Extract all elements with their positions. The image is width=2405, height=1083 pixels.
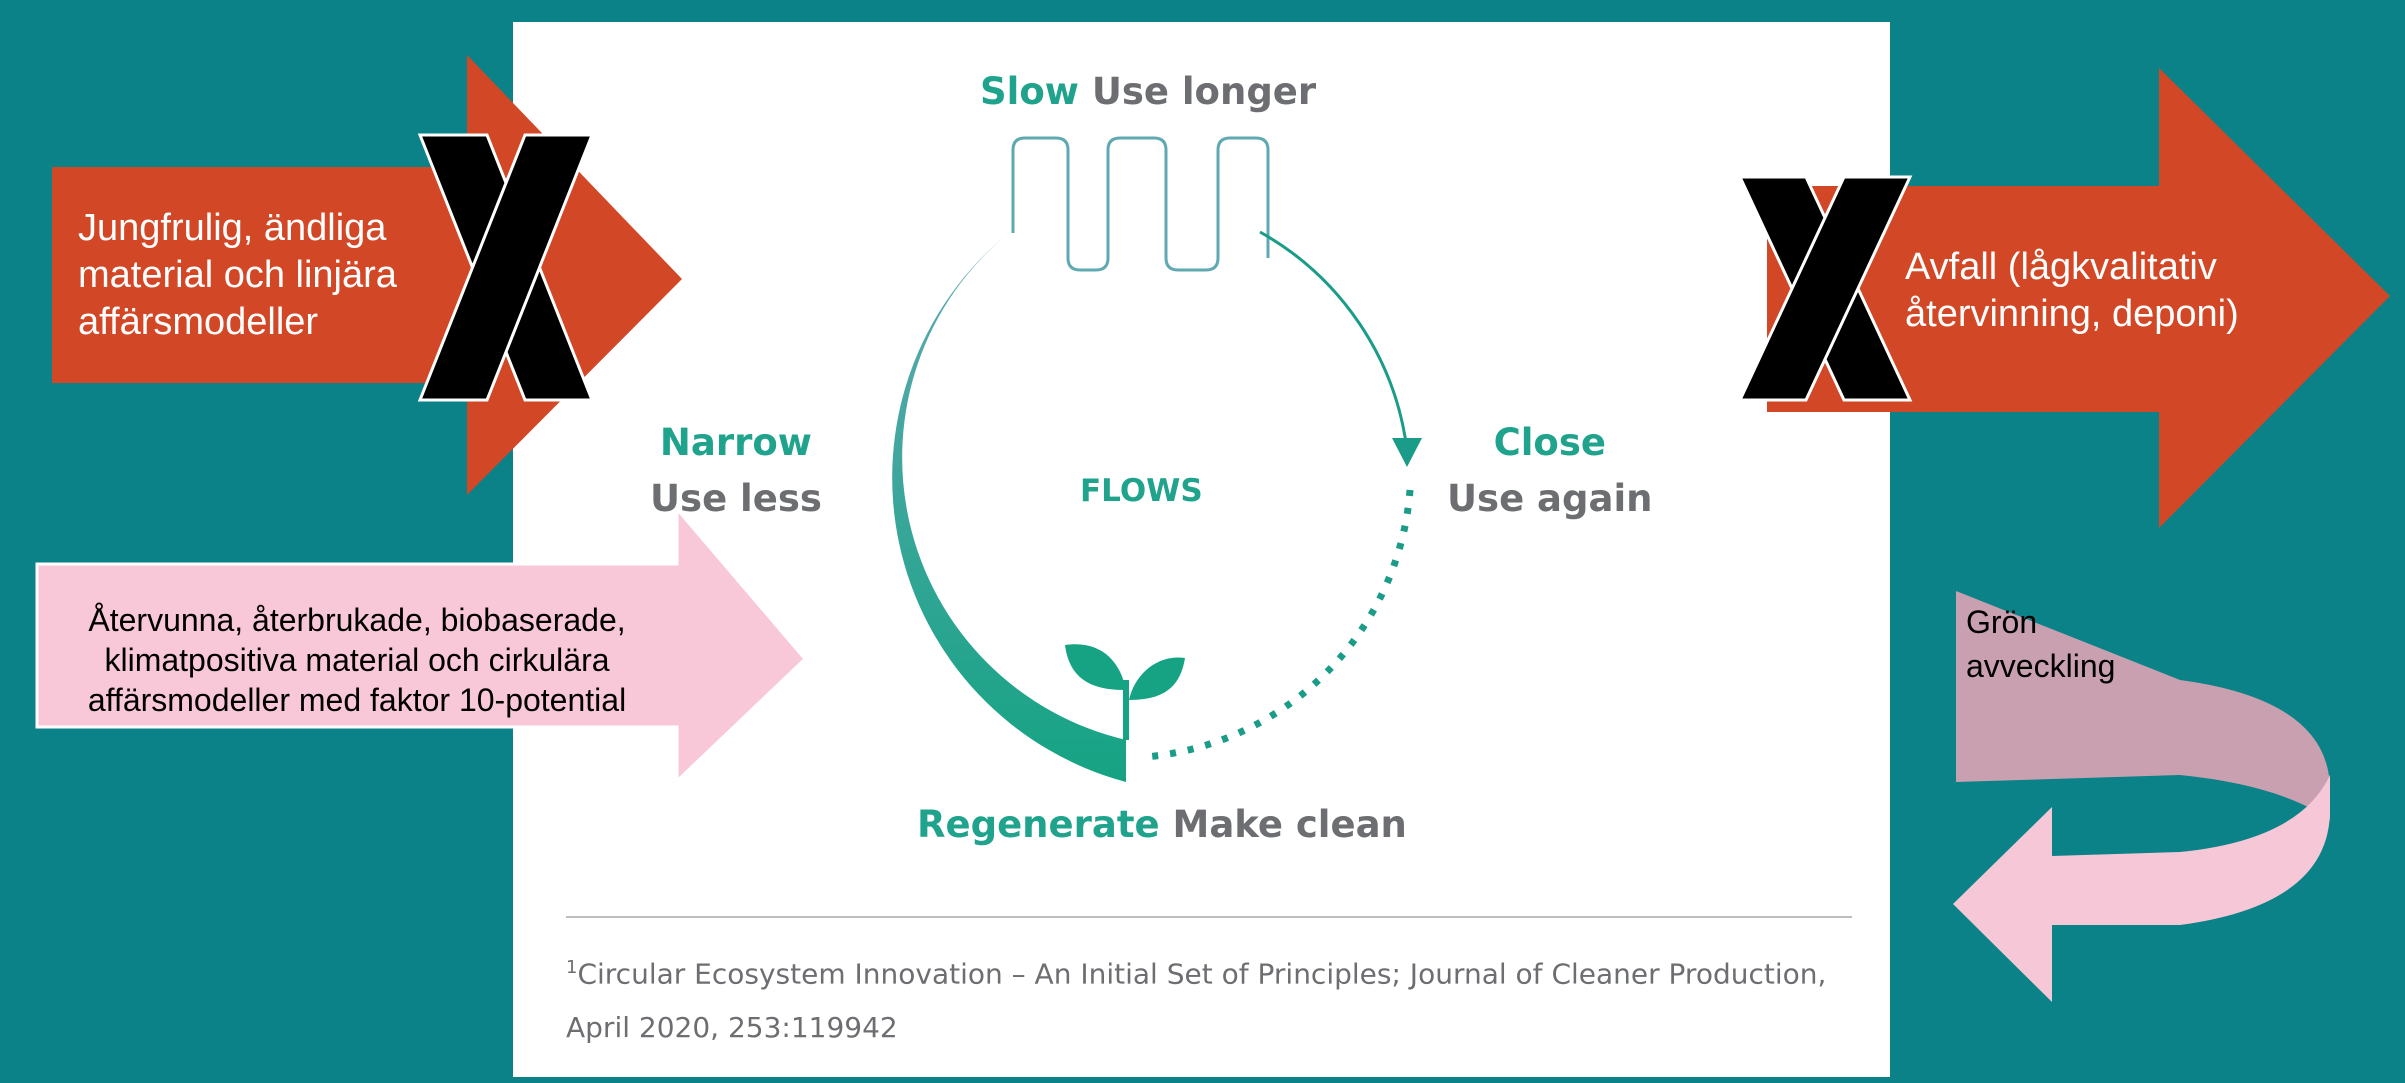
- crossed-output-line: Avfall (lågkvalitativ: [1905, 246, 2217, 288]
- citation-text-1: Circular Ecosystem Innovation – An Initi…: [577, 957, 1827, 991]
- phase-out-text: Grön avveckling: [1966, 600, 2115, 688]
- regenerate-label: Regenerate Make clean: [917, 803, 1407, 846]
- citation: 1Circular Ecosystem Innovation – An Init…: [566, 941, 1826, 1055]
- crossed-output-text: Avfall (lågkvalitativ återvinning, depon…: [1905, 244, 2239, 338]
- citation-line-1: 1Circular Ecosystem Innovation – An Init…: [566, 941, 1826, 1001]
- slow-label-title: Slow: [980, 70, 1079, 113]
- narrow-flow-arc: [892, 232, 1126, 782]
- slow-loop: [1011, 136, 1270, 272]
- crossed-input-text: Jungfrulig, ändliga material och linjära…: [78, 205, 397, 346]
- close-arrow-head: [1392, 438, 1422, 467]
- citation-line-2: April 2020, 253:119942: [566, 1011, 898, 1045]
- narrow-label-sub: Use less: [650, 477, 822, 520]
- close-flow-arc: [1259, 230, 1409, 451]
- new-input-line: klimatpositiva material och cirkulära: [104, 642, 610, 678]
- close-label-sub: Use again: [1447, 477, 1653, 520]
- regenerate-label-title: Regenerate: [917, 803, 1160, 846]
- slow-label: Slow Use longer: [980, 70, 1316, 113]
- seedling-icon: [1065, 644, 1185, 740]
- slow-label-sub: Use longer: [1091, 70, 1317, 113]
- new-input-text: Återvunna, återbrukade, biobaserade, kli…: [37, 600, 677, 720]
- white-panel: [513, 22, 1890, 1077]
- crossed-input-line: affärsmodeller: [78, 301, 319, 343]
- crossed-input-line: Jungfrulig, ändliga: [78, 207, 387, 249]
- new-input-line: affärsmodeller med faktor 10-potential: [87, 682, 627, 718]
- narrow-label: Narrow Use less: [650, 415, 822, 527]
- flows-label: FLOWS: [1080, 473, 1203, 509]
- red-output-arrow: [1767, 68, 2390, 528]
- close-label-title: Close: [1493, 421, 1606, 464]
- regenerate-label-sub: Make clean: [1172, 803, 1407, 846]
- crossed-input-line: material och linjära: [78, 254, 397, 296]
- x-mark-icon-left: [417, 133, 595, 402]
- x-mark-icon-right: [1737, 175, 1913, 402]
- pink-input-arrow: [35, 504, 808, 785]
- phase-out-arrow-top: [1956, 591, 2330, 820]
- phase-out-line: avveckling: [1966, 648, 2116, 684]
- crossed-output-line: återvinning, deponi): [1905, 293, 2239, 335]
- narrow-label-title: Narrow: [659, 421, 812, 464]
- citation-superscript: 1: [566, 957, 578, 978]
- phase-out-arrow-bottom: [1953, 775, 2330, 1002]
- dotted-return-arc: [1144, 489, 1414, 761]
- close-label: Close Use again: [1447, 415, 1653, 527]
- new-input-line: Återvunna, återbrukade, biobaserade,: [88, 602, 626, 638]
- phase-out-line: Grön: [1966, 604, 2038, 640]
